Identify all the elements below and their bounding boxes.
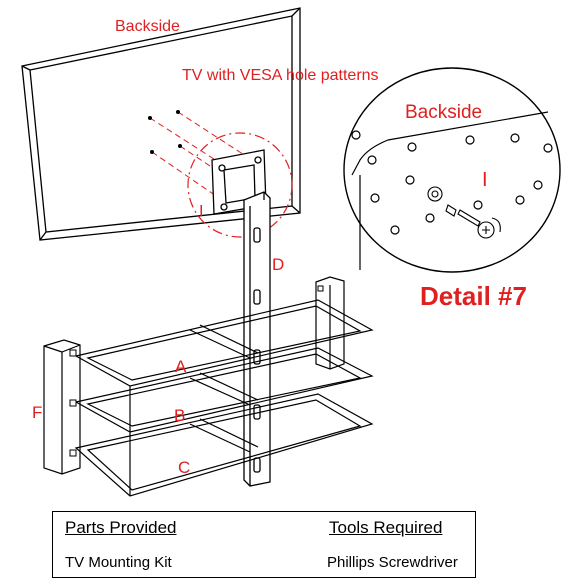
- vesa-holes: [148, 110, 182, 154]
- tools-required-header: Tools Required: [329, 518, 443, 537]
- tools-required-value: Phillips Screwdriver: [327, 554, 458, 571]
- backside-main-label: Backside: [115, 18, 180, 35]
- detail-7: [343, 67, 561, 273]
- main-marker-label: I: [199, 203, 203, 220]
- stand-frame: [43, 276, 374, 497]
- post-holes: [69, 285, 324, 457]
- detail-marker-label: I: [482, 169, 488, 191]
- parts-tools-table: Parts Provided Tools Required TV Mountin…: [52, 511, 476, 578]
- parts-provided-header: Parts Provided: [65, 518, 177, 537]
- tv-vesa-label: TV with VESA hole patterns: [182, 67, 379, 84]
- part-d-label: D: [272, 255, 284, 274]
- part-a-label: A: [175, 357, 187, 376]
- part-b-label: B: [174, 406, 185, 425]
- parts-provided-value: TV Mounting Kit: [65, 554, 172, 571]
- post-d: [243, 191, 271, 487]
- backside-detail-label: Backside: [405, 102, 482, 123]
- detail-title: Detail #7: [420, 281, 527, 311]
- part-c-label: C: [178, 458, 190, 477]
- vesa-alignment-lines: [149, 111, 253, 201]
- detail-callout-circle: [187, 132, 293, 238]
- part-f-label: F: [32, 403, 42, 422]
